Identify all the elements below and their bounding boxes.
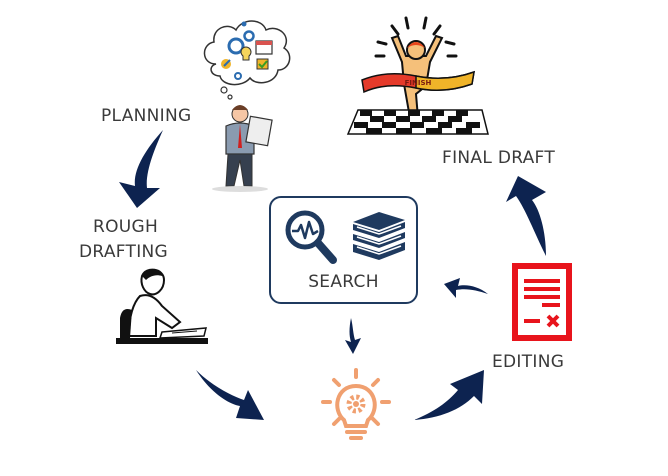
books-stack-icon — [349, 210, 407, 262]
arrow-idea-to-editing — [414, 366, 486, 422]
search-box: SEARCH — [269, 196, 418, 304]
search-label: SEARCH — [308, 272, 379, 292]
arrow-rough-drafting-to-idea — [196, 366, 266, 426]
planning-label: PLANNING — [101, 106, 192, 126]
arrow-search-to-idea — [341, 318, 363, 354]
arrow-editing-to-search — [444, 272, 488, 298]
editing-label: EDITING — [492, 352, 565, 372]
writing-person-icon — [112, 266, 212, 348]
magnifier-pulse-icon — [283, 208, 339, 266]
arrow-planning-to-rough-drafting — [115, 130, 175, 210]
lightbulb-gear-icon — [320, 366, 392, 446]
arrow-editing-to-final-draft — [506, 176, 552, 258]
thinking-man-icon — [196, 14, 296, 194]
finish-banner-text: FINISH — [405, 79, 432, 87]
drafting-label: DRAFTING — [79, 242, 169, 262]
rough-label: ROUGH — [93, 217, 159, 237]
final-draft-label: FINAL DRAFT — [442, 148, 556, 168]
finish-line-runner-icon: FINISH — [346, 14, 492, 136]
document-edit-icon — [512, 263, 572, 341]
